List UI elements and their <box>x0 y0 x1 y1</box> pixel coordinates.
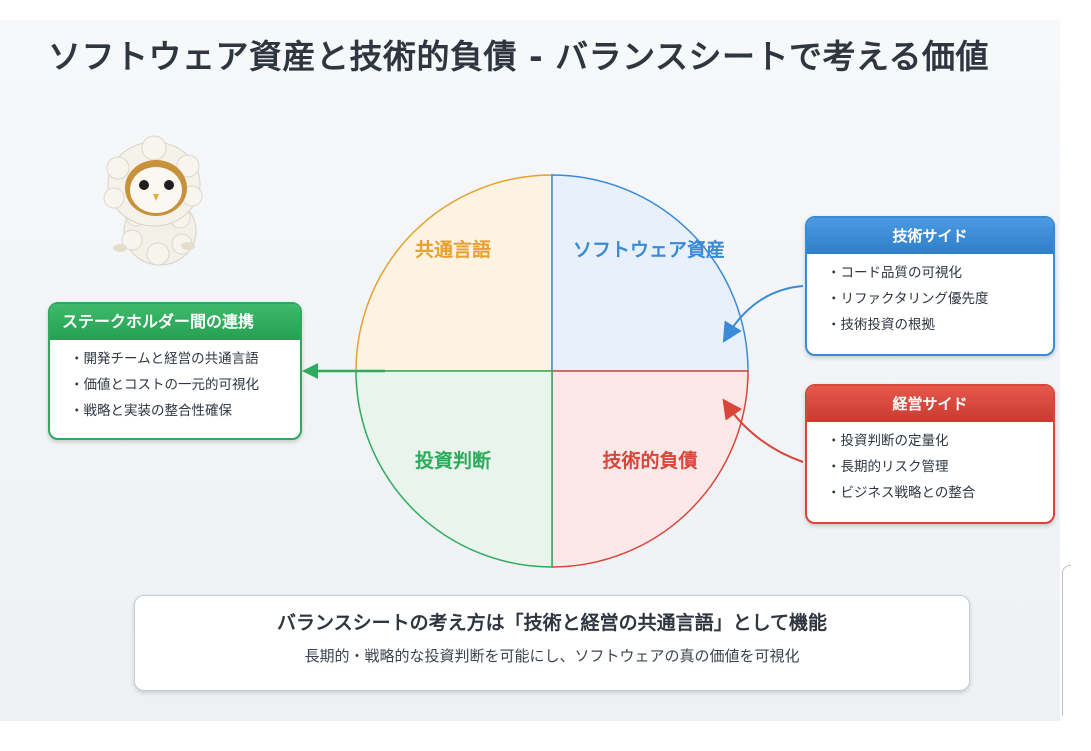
quadrant-top-left <box>355 174 553 372</box>
business-side-title: 経営サイド <box>807 386 1053 422</box>
stakeholder-box: ステークホルダー間の連携 開発チームと経営の共通言語 価値とコストの一元的可視化… <box>48 302 302 440</box>
list-item: 投資判断の定量化 <box>827 428 1053 454</box>
stakeholder-list: 開発チームと経営の共通言語 価値とコストの一元的可視化 戦略と実装の整合性確保 <box>50 340 300 424</box>
quadrant-label-tech-debt: 技術的負債 <box>602 449 697 472</box>
list-item: 長期的リスク管理 <box>827 454 1053 480</box>
quadrant-bottom-left <box>355 370 553 568</box>
list-item: コード品質の可視化 <box>827 260 1053 286</box>
tech-side-title: 技術サイド <box>807 218 1053 254</box>
business-side-list: 投資判断の定量化 長期的リスク管理 ビジネス戦略との整合 <box>807 422 1053 506</box>
summary-headline: バランスシートの考え方は「技術と経営の共通言語」として機能 <box>276 612 828 634</box>
stakeholder-title: ステークホルダー間の連携 <box>50 304 300 340</box>
scroll-edge-decoration <box>1062 565 1071 716</box>
owl-mascot-icon <box>103 135 203 266</box>
arrow-tech-to-asset <box>722 285 804 343</box>
list-item: 技術投資の根拠 <box>827 312 1053 338</box>
list-item: ビジネス戦略との整合 <box>827 480 1053 506</box>
quadrant-label-software-asset: ソフトウェア資産 <box>573 238 725 261</box>
quadrant-label-investment: 投資判断 <box>415 449 491 472</box>
tech-side-list: コード品質の可視化 リファクタリング優先度 技術投資の根拠 <box>807 254 1053 338</box>
arrow-head-stakeholder <box>302 363 318 379</box>
quadrant-top-right <box>551 174 749 372</box>
list-item: 価値とコストの一元的可視化 <box>70 372 300 398</box>
list-item: リファクタリング優先度 <box>827 286 1053 312</box>
list-item: 開発チームと経営の共通言語 <box>70 346 300 372</box>
business-side-box: 経営サイド 投資判断の定量化 長期的リスク管理 ビジネス戦略との整合 <box>805 384 1055 524</box>
arrow-biz-to-debt <box>722 398 804 463</box>
page-title: ソフトウェア資産と技術的負債 - バランスシートで考える価値 <box>48 37 990 76</box>
summary-subline: 長期的・戦略的な投資判断を可能にし、ソフトウェアの真の価値を可視化 <box>304 647 800 665</box>
quadrant-label-common-language: 共通言語 <box>415 238 491 261</box>
quadrant-bottom-right <box>551 370 749 568</box>
tech-side-box: 技術サイド コード品質の可視化 リファクタリング優先度 技術投資の根拠 <box>805 216 1055 356</box>
summary-box: バランスシートの考え方は「技術と経営の共通言語」として機能 長期的・戦略的な投資… <box>134 595 970 691</box>
list-item: 戦略と実装の整合性確保 <box>70 398 300 424</box>
